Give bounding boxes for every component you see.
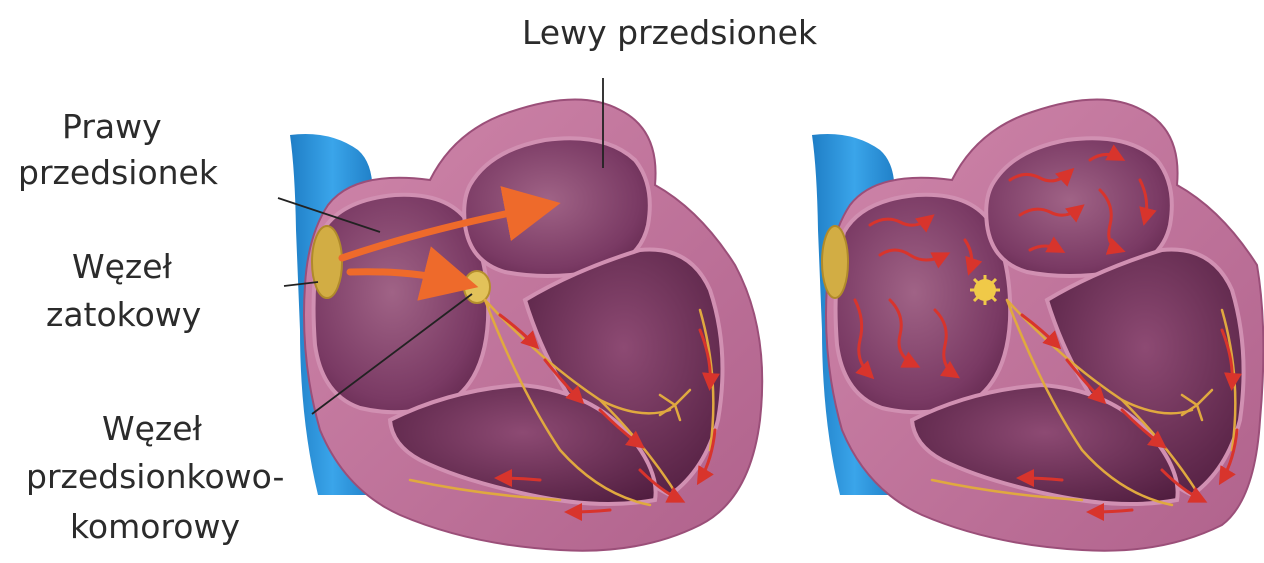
- label-av-node-line2: przedsionkowo-: [26, 456, 284, 498]
- right-atrium-left: [314, 195, 489, 412]
- label-sa-node-line1: Węzeł: [72, 246, 172, 288]
- label-av-node-line1: Węzeł: [102, 408, 202, 450]
- label-right-atrium-line2: przedsionek: [18, 152, 218, 194]
- label-av-node-line3: komorowy: [70, 506, 240, 548]
- sa-node-right: [822, 226, 848, 298]
- heart-right: [812, 99, 1263, 550]
- label-sa-node-line2: zatokowy: [46, 294, 201, 336]
- label-left-atrium: Lewy przedsionek: [522, 12, 817, 54]
- sa-node-left: [312, 226, 342, 298]
- label-right-atrium-line1: Prawy: [62, 106, 162, 148]
- heart-left: [290, 99, 762, 550]
- av-node-right: [970, 275, 1000, 305]
